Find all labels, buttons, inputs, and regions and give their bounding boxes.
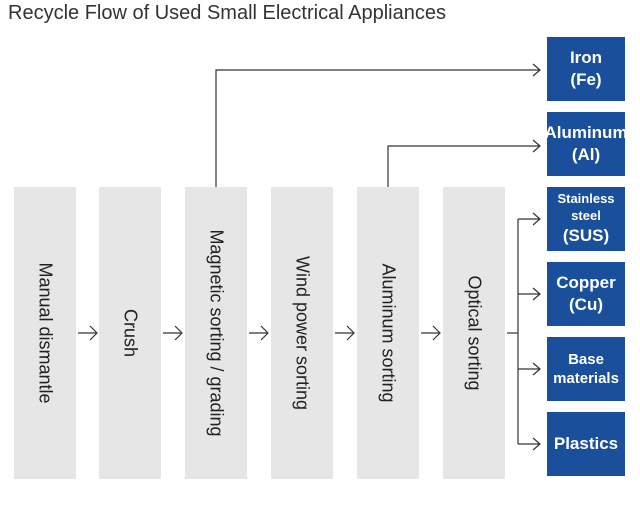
step-magnetic-sorting: Magnetic sorting / grading: [185, 187, 247, 479]
arrow-right-icon: [532, 287, 541, 301]
output-stainless-steel: Stainless steel (SUS): [547, 187, 625, 251]
step-aluminum-sorting: Aluminum sorting: [357, 187, 419, 479]
arrow-right-icon: [346, 325, 355, 341]
step-manual-dismantle: Manual dismantle: [14, 187, 76, 479]
output-name: Iron: [569, 47, 603, 67]
connector-to-aluminum: [387, 145, 540, 187]
step-label: Optical sorting: [464, 275, 485, 391]
step-label: Magnetic sorting / grading: [206, 229, 227, 437]
step-label: Manual dismantle: [35, 262, 56, 404]
arrow-right-icon: [432, 325, 441, 341]
arrow-right-icon: [174, 325, 183, 341]
step-label: Aluminum sorting: [378, 263, 399, 403]
diagram-title: Recycle Flow of Used Small Electrical Ap…: [8, 2, 446, 24]
output-plastics: Plastics: [547, 412, 625, 476]
output-symbol: (Cu): [569, 295, 603, 314]
output-iron: Iron (Fe): [547, 37, 625, 101]
step-crush: Crush: [99, 187, 161, 479]
output-name: Aluminum: [544, 122, 628, 142]
output-name: Copper: [556, 272, 616, 292]
arrow-right-icon: [532, 63, 541, 77]
arrow-right-icon: [532, 139, 541, 153]
arrow-right-icon: [532, 212, 541, 226]
output-base-materials: Base materials: [547, 337, 625, 401]
step-label: Wind power sorting: [292, 255, 313, 411]
output-symbol: (Al): [571, 145, 601, 164]
output-symbol: (Fe): [570, 70, 602, 89]
output-copper: Copper (Cu): [547, 262, 625, 326]
arrow-right-icon: [532, 362, 541, 376]
output-name: Base: [568, 350, 604, 368]
arrow-right-icon: [532, 437, 541, 451]
output-name: Stainless steel: [557, 191, 615, 223]
output-aluminum: Aluminum (Al): [544, 112, 628, 176]
connector-to-iron: [215, 69, 540, 187]
step-wind-power-sorting: Wind power sorting: [271, 187, 333, 479]
step-optical-sorting: Optical sorting: [443, 187, 505, 479]
output-symbol: (SUS): [562, 225, 610, 245]
arrow-right-icon: [260, 325, 269, 341]
step-label: Crush: [120, 308, 141, 358]
output-name: Plastics: [553, 433, 619, 453]
arrow-right-icon: [89, 325, 98, 341]
output-name-cont: materials: [553, 370, 619, 387]
